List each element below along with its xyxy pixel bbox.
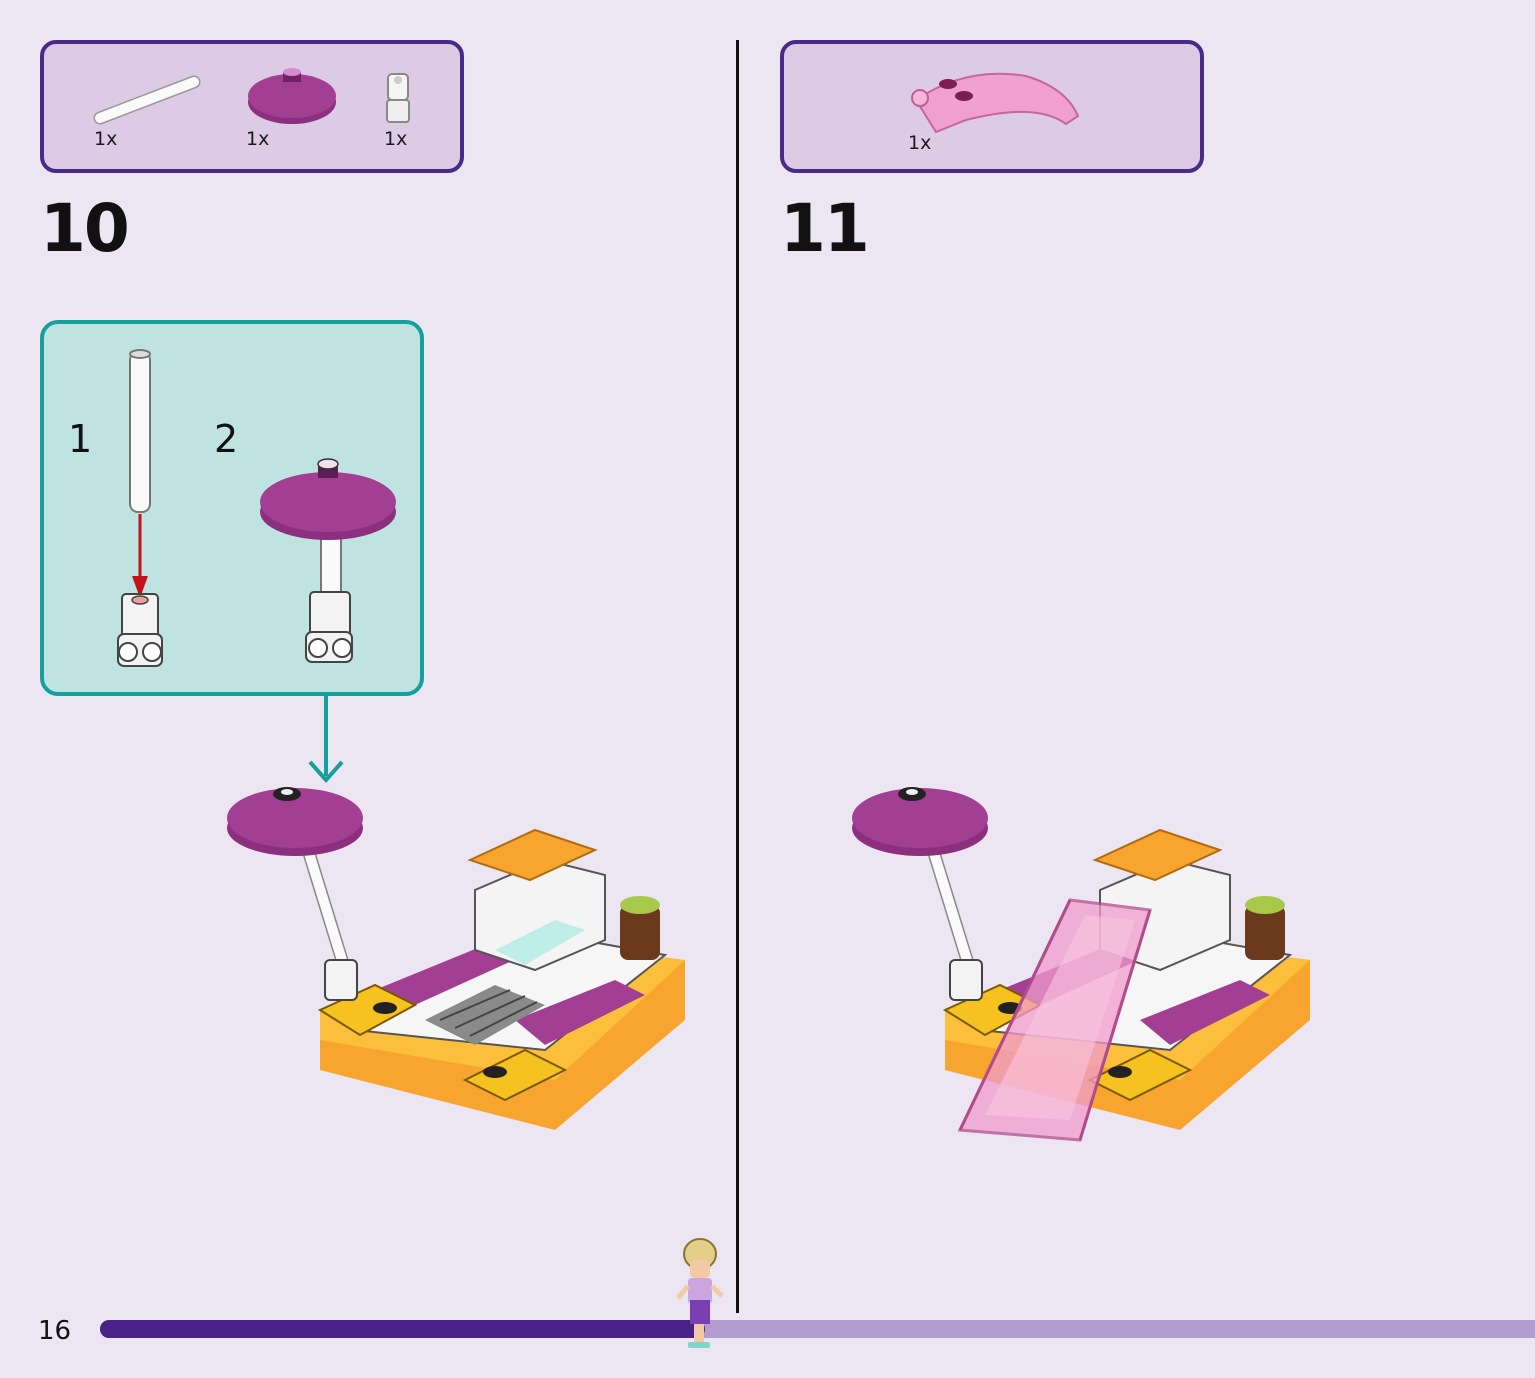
step-11-parts-box: 1x [780,40,1204,173]
sub-assembly-arrow [308,694,344,784]
step-number: 10 [40,190,130,267]
step-10-model-illustration [227,787,685,1130]
progress-bar-fill [100,1320,705,1338]
substep-number: 2 [214,417,239,461]
part-qty: 1x [908,132,932,154]
progress-bar [100,1320,1535,1338]
minifigure-progress-marker-icon [676,1238,724,1348]
part-qty: 1x [94,128,118,150]
step-number: 11 [780,190,870,267]
magenta-dish-icon [248,68,336,124]
step-10-parts-box: 1x 1x 1x [40,40,464,173]
pink-slide-icon [911,72,1080,134]
sub-step-1-illustration [117,349,163,667]
white-clip-icon [386,73,410,123]
white-bar-icon [93,75,201,125]
substep-number: 1 [68,417,93,461]
sub-step-2-illustration [260,458,396,663]
page-number: 16 [38,1316,72,1346]
page-divider [736,40,739,1313]
sub-assembly-box: 1 2 [40,320,424,696]
step-11-model-illustration [852,787,1310,1142]
part-qty: 1x [384,128,408,150]
part-qty: 1x [246,128,270,150]
